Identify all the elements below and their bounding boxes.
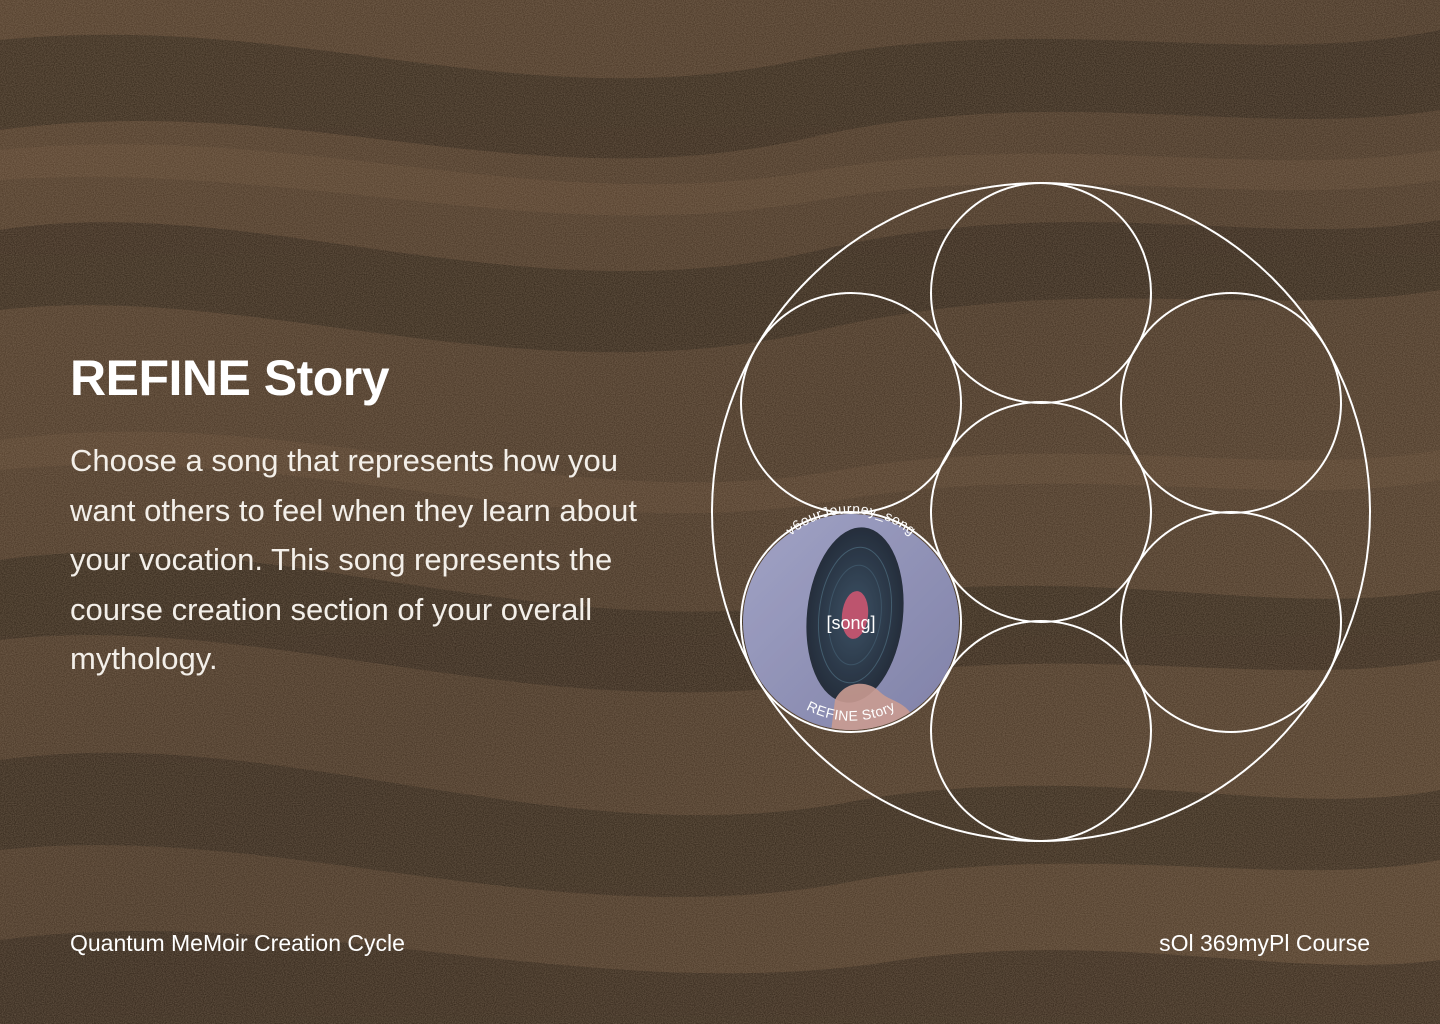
song-circle-diagram: [song] v6ourJourney_song REFINE Story	[711, 182, 1371, 842]
petal-circle-top[interactable]	[930, 182, 1152, 404]
page-title: REFINE Story	[70, 350, 390, 406]
song-circle-refine[interactable]: [song] v6ourJourney_song REFINE Story	[740, 500, 962, 740]
song-label: [song]	[826, 613, 875, 633]
footer-course-label: sOl 369myPl Course	[1159, 930, 1370, 956]
song-circle-border	[740, 511, 962, 733]
vinyl-record-image	[743, 514, 959, 730]
page-description: Choose a song that represents how you wa…	[70, 443, 637, 676]
petal-circle-top-left[interactable]	[740, 292, 962, 514]
petal-circle-bottom[interactable]	[930, 620, 1152, 842]
petal-circle-center[interactable]	[930, 401, 1152, 623]
footer-cycle-label: Quantum MeMoir Creation Cycle	[70, 930, 405, 956]
petal-circle-top-right[interactable]	[1120, 292, 1342, 514]
petal-circle-bottom-right[interactable]	[1120, 511, 1342, 733]
